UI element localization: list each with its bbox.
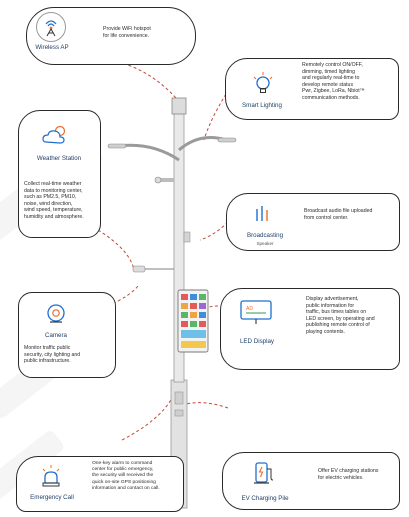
- lamp-arm-left: [117, 143, 180, 162]
- emergency-call-line: quick on-site GPS positioning: [92, 479, 156, 485]
- camera-line: Monitor traffic public: [24, 345, 71, 351]
- weather-station-line: wind speed, temperature,: [24, 207, 83, 214]
- weather-sensor-bracket: [160, 178, 174, 182]
- ev-charger-icon: [254, 462, 274, 484]
- emergency-call-line: information and contact on call.: [92, 485, 160, 491]
- ev-charging-line: for electric vehicles.: [318, 474, 364, 481]
- led-panel-tiles: [181, 294, 206, 348]
- emergency-icon-circle: [36, 461, 66, 491]
- smart-lighting-line: Pwr, Zigbee, LoRa, Nbiot™: [302, 88, 365, 95]
- emergency-call-line: center for public emergency,: [92, 467, 154, 473]
- connector-led: [207, 305, 219, 309]
- weather-station-title: Weather Station: [36, 155, 82, 162]
- weather-station-line: humidity and atmosphere.: [24, 213, 84, 220]
- ev-charging-line: Offer EV charging stations: [318, 468, 379, 474]
- charging-port-on-pole: [174, 409, 184, 417]
- smart-lighting-line: and regularly real-time to: [302, 75, 360, 82]
- led-display-line: LED screen, by operating and: [306, 315, 375, 322]
- camera-icon-circle: [42, 300, 70, 328]
- speaker-icon: [256, 206, 268, 221]
- connector-lighting: [203, 93, 227, 141]
- camera-icon: [47, 304, 65, 323]
- connector-wireless: [117, 61, 177, 99]
- broadcasting-title: Broadcasting: [246, 232, 284, 239]
- emergency-call-title: Emergency Call: [30, 494, 74, 501]
- weather-station-line: noise, wind direction,: [24, 200, 73, 207]
- camera-unit: [132, 265, 146, 273]
- broadcasting-description: Broadcast audio file uploaded from contr…: [304, 208, 398, 221]
- led-display-line: publishing remote control of: [306, 322, 370, 329]
- weather-sensor: [154, 176, 162, 184]
- pole-top-unit: [171, 97, 187, 115]
- weather-station-line: such as PM2.5, PM10,: [24, 194, 77, 201]
- smart-lighting-line: communication methods.: [302, 94, 360, 101]
- camera-line: security, city lighting and: [24, 351, 81, 358]
- led-display-icon: AD: [240, 300, 272, 324]
- weather-station-line: Collect real-time weather: [24, 181, 82, 187]
- emergency-call-line: One-key alarm to command: [92, 461, 153, 466]
- emergency-call-line: the security will received the: [92, 473, 154, 479]
- wireless-icon-circle: [36, 12, 66, 42]
- emergency-call-description: One-key alarm to command center for publ…: [92, 461, 184, 492]
- light-bulb-icon: [253, 72, 273, 93]
- lamp-head-left: [107, 143, 127, 149]
- connector-ev: [185, 402, 229, 409]
- connector-weather: [97, 229, 135, 271]
- speaker-unit: [183, 231, 191, 243]
- camera-description: Monitor traffic public security, city li…: [24, 345, 114, 365]
- smart-lighting-description: Remotely control ON/OFF, dimming, timed …: [302, 62, 397, 102]
- emergency-alarm-icon: [42, 465, 60, 487]
- connector-emergency: [121, 397, 173, 441]
- ev-charging-title: EV Charging Pile: [241, 495, 289, 502]
- led-display-line: public information for: [306, 302, 355, 309]
- wireless-ap-line: Provide WiFi hotspot: [103, 26, 151, 32]
- svg-text:AD: AD: [246, 306, 253, 312]
- wireless-ap-title: Wireless AP: [35, 44, 69, 51]
- wireless-ap-line: for life convenience.: [103, 32, 150, 39]
- led-display-description: Display advertisement, public informatio…: [306, 296, 398, 336]
- smart-lighting-line: dimming, timed lighting: [302, 68, 356, 75]
- led-display-line: playing contents.: [306, 328, 345, 335]
- broadcasting-subtitle: Speaker: [256, 241, 274, 246]
- led-display-line: Display advertisement,: [306, 296, 359, 302]
- wireless-antenna-icon: [45, 20, 57, 37]
- led-display-line: traffic, bus times tables on: [306, 309, 367, 316]
- lighting-icon-circle: [248, 68, 278, 98]
- lamp-head-right: [217, 137, 237, 143]
- emergency-button-on-pole: [174, 391, 184, 405]
- ev-icon-circle: [250, 458, 278, 488]
- weather-station-line: data to monitoring center,: [24, 187, 83, 194]
- smart-lighting-title: Smart Lighting: [242, 102, 282, 109]
- camera-title: Camera: [44, 332, 67, 339]
- connector-broadcasting: [199, 221, 229, 241]
- weather-cloud-sun-icon: [42, 125, 66, 144]
- ev-charging-description: Offer EV charging stations for electric …: [318, 468, 398, 481]
- led-icon-circle: AD: [236, 296, 276, 328]
- smart-lighting-line: develop remote status: [302, 81, 354, 88]
- broadcasting-line: from control center.: [304, 214, 349, 221]
- led-display-title: LED Display: [239, 338, 275, 345]
- connector-camera: [107, 285, 139, 307]
- broadcasting-icon-circle: [248, 200, 276, 228]
- camera-line: public infrastructure.: [24, 358, 71, 365]
- wireless-ap-description: Provide WiFi hotspot for life convenienc…: [103, 26, 193, 39]
- smart-lighting-line: Remotely control ON/OFF,: [302, 62, 363, 68]
- weather-station-description: Collect real-time weather data to monito…: [24, 181, 100, 221]
- weather-icon-circle: [38, 118, 72, 152]
- broadcasting-line: Broadcast audio file uploaded: [304, 208, 373, 214]
